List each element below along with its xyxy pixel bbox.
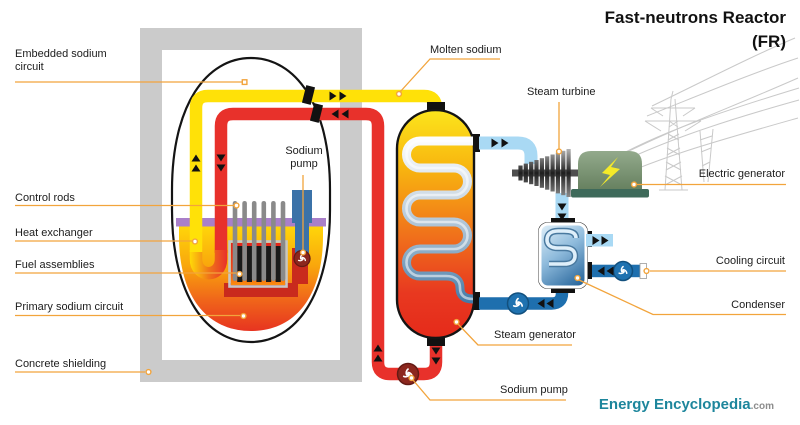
condenser: [538, 218, 592, 293]
cooling-circuit-pipes: [586, 234, 647, 282]
label-molten-sodium: Molten sodium: [430, 44, 502, 56]
label-control-rods: Control rods: [15, 192, 75, 204]
electric-generator: [571, 151, 649, 198]
logo-suffix: .com: [750, 401, 774, 412]
label-fuel-assemblies: Fuel assemblies: [15, 259, 95, 271]
control-rods: [232, 201, 286, 281]
label-steam-turbine: Steam turbine: [527, 86, 596, 98]
label-sodium-pump-top: Sodium pump: [285, 145, 323, 170]
energy-encyclopedia-logo[interactable]: Energy Encyclopedia.com: [599, 396, 774, 413]
cold-sodium-pipe: [214, 107, 443, 381]
label-cooling-circuit: Cooling circuit: [715, 255, 785, 267]
label-concrete-shielding: Concrete shielding: [15, 358, 107, 370]
fuel-assemblies: [228, 240, 288, 288]
steam-pipes: [479, 136, 569, 225]
label-sodium-pump-bottom: Sodium pump: [500, 384, 568, 396]
label-electric-generator: Electric generator: [698, 168, 785, 180]
condensate-return-pipe: [479, 288, 569, 315]
title-line1: Fast-neutrons Reactor: [604, 8, 786, 27]
page-title: Fast-neutrons Reactor (FR): [605, 6, 786, 54]
label-leader-lines: [15, 58, 786, 401]
lightning-bolt-icon: [600, 157, 620, 187]
label-embedded-sodium-circuit: Embedded sodium circuit: [15, 48, 107, 73]
reactor-lid: [176, 218, 326, 227]
steam-generator: [395, 102, 480, 346]
label-condenser: Condenser: [731, 299, 785, 311]
title-line2: (FR): [752, 32, 786, 51]
steam-turbine: [512, 149, 582, 197]
label-leader-dots: [145, 79, 650, 382]
label-primary-sodium-circuit: Primary sodium circuit: [15, 301, 124, 313]
sodium-pump-bottom: [396, 362, 420, 386]
internal-sodium-pump-pipe: [292, 190, 312, 253]
logo-brand: Energy Encyclopedia: [598, 396, 751, 413]
label-heat-exchanger: Heat exchanger: [15, 227, 93, 239]
label-steam-generator: Steam generator: [494, 329, 576, 341]
